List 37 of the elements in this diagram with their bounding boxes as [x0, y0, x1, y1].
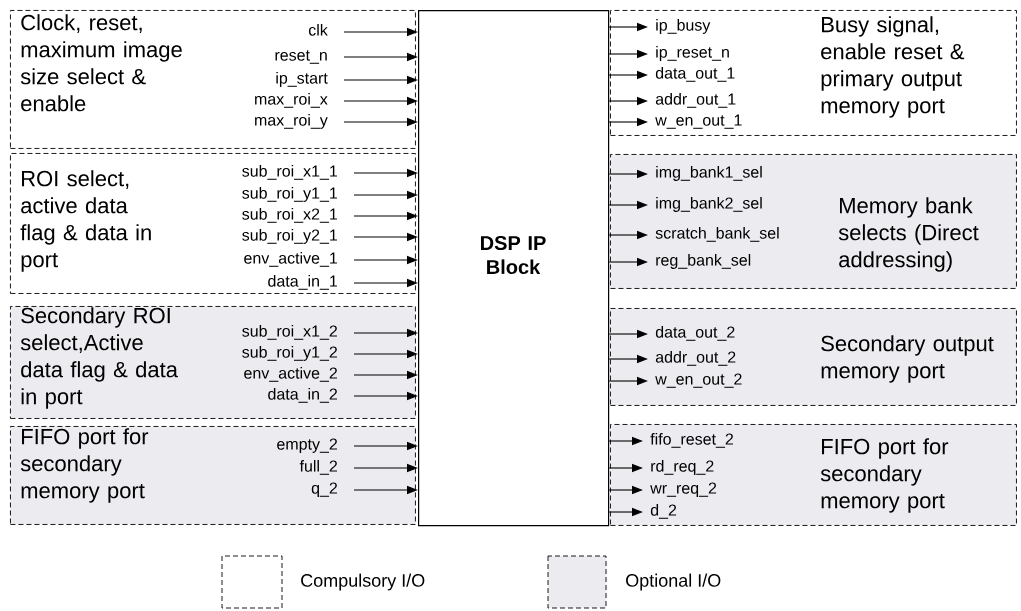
signal-label: ip_start — [276, 72, 328, 87]
signal-label: ip_busy — [656, 19, 711, 34]
signal-label: d_2 — [650, 504, 677, 519]
signal-label: clk — [308, 24, 328, 36]
signal-label: reg_bank_sel — [656, 254, 751, 269]
signal-label: img_bank1_sel — [656, 166, 762, 181]
signal-label: env_active_2 — [244, 367, 337, 382]
signal-label: reset_n — [275, 50, 327, 64]
signal-label: img_bank2_sel — [656, 197, 762, 212]
signal-label: full_2 — [299, 460, 337, 475]
legend-label: Optional I/O — [626, 573, 721, 591]
signal-label: q_2 — [311, 482, 337, 497]
signal-label: w_en_out_2 — [655, 373, 742, 388]
signal-label: sub_roi_x1_2 — [242, 325, 337, 340]
signal-label: w_en_out_1 — [655, 114, 742, 129]
signal-label: ip_reset_n — [656, 46, 729, 61]
signal-label: empty_2 — [277, 438, 337, 453]
signal-label: max_roi_x — [255, 93, 328, 108]
signal-label: wr_req_2 — [650, 482, 717, 497]
signal-label: sub_roi_y2_1 — [242, 229, 337, 244]
ip-block: DSP IP Block — [418, 10, 610, 527]
signal-label: max_roi_y — [255, 114, 328, 129]
signal-label: env_active_1 — [244, 252, 337, 267]
signal-label: addr_out_2 — [655, 351, 736, 366]
signal-label: sub_roi_x1_1 — [242, 165, 337, 180]
signal-label: data_in_2 — [268, 388, 337, 403]
signal-label: rd_req_2 — [651, 460, 714, 475]
legend-label: Compulsory I/O — [301, 573, 425, 591]
signal-label: sub_roi_x2_1 — [242, 208, 337, 223]
signal-label: data_in_1 — [268, 275, 337, 290]
signal-label: addr_out_1 — [655, 93, 736, 108]
signal-label: sub_roi_y1_2 — [242, 346, 337, 361]
signal-label: sub_roi_y1_1 — [242, 187, 337, 202]
signal-label: data_out_1 — [655, 67, 735, 82]
signal-label: scratch_bank_sel — [655, 227, 779, 242]
signal-label: data_out_2 — [655, 326, 735, 341]
signal-label: fifo_reset_2 — [650, 433, 733, 448]
